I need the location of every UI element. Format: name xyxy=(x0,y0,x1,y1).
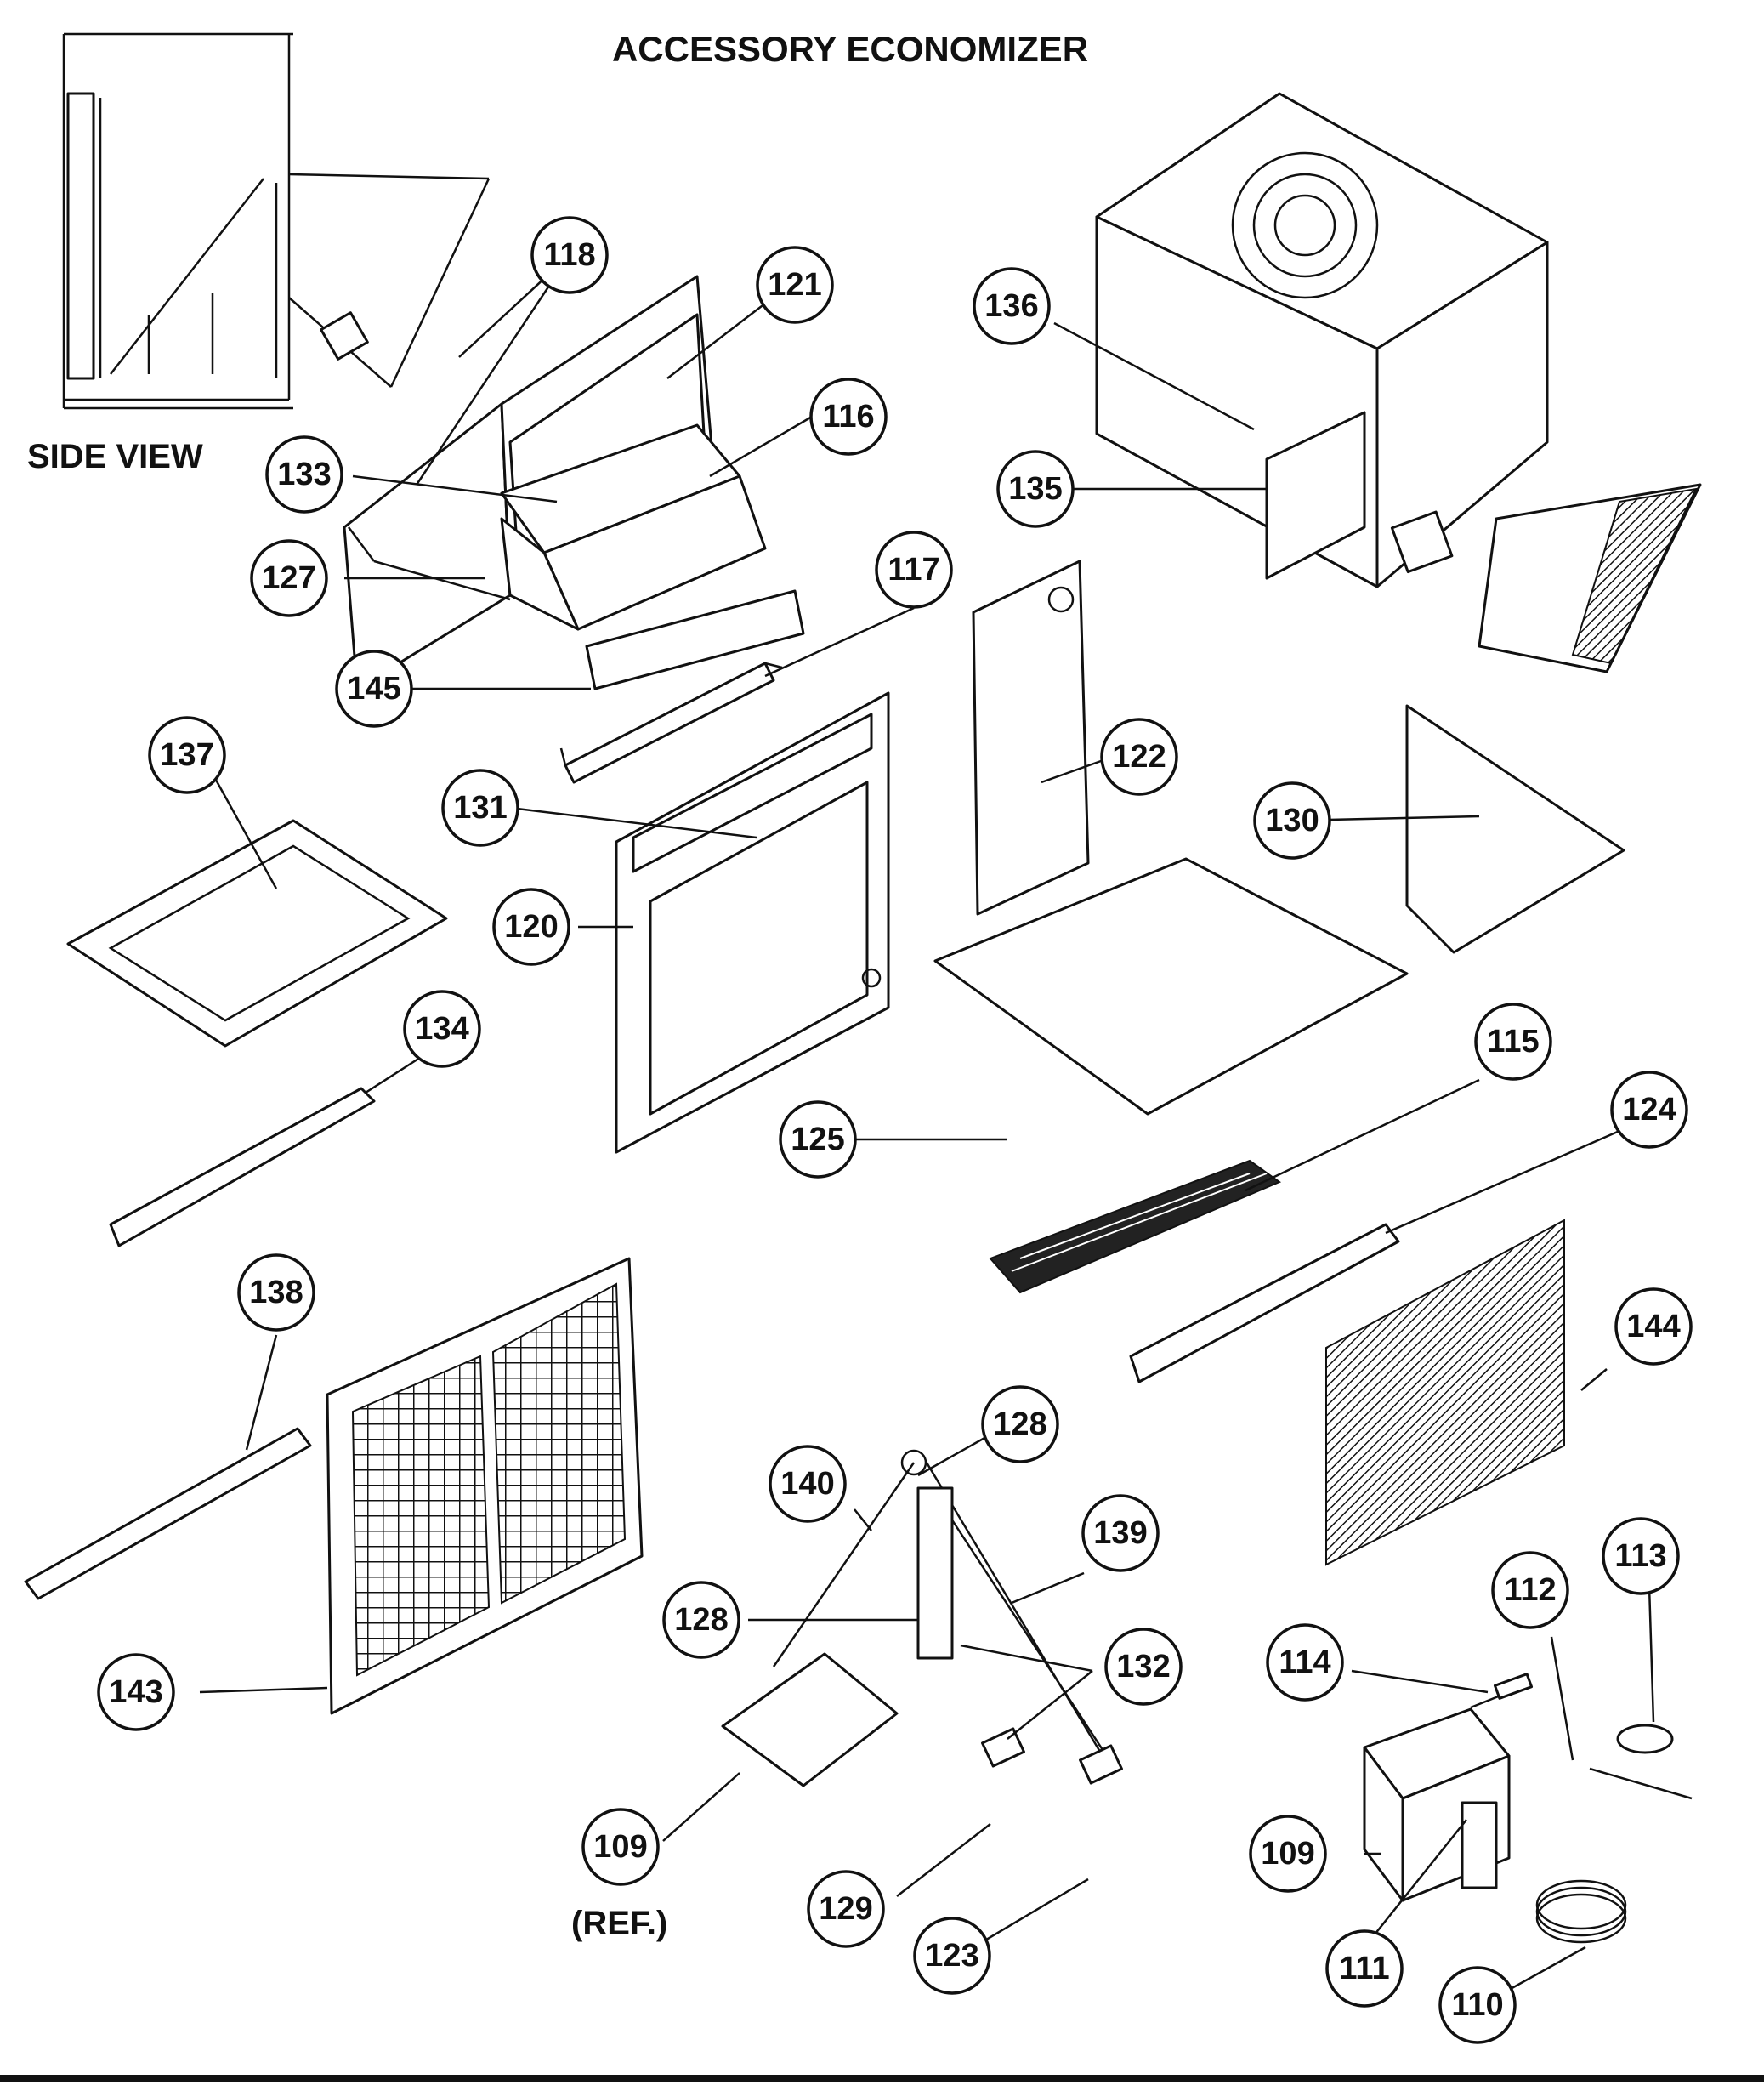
callout-140: 140 xyxy=(769,1445,847,1523)
part-145-seal xyxy=(585,589,805,690)
callout-129: 129 xyxy=(807,1870,885,1948)
svg-text:138: 138 xyxy=(249,1275,303,1310)
part-134-rail xyxy=(109,1087,376,1247)
svg-text:139: 139 xyxy=(1093,1515,1147,1551)
svg-text:117: 117 xyxy=(888,552,939,588)
part-130-triangle-panel xyxy=(1405,704,1625,954)
callout-134: 134 xyxy=(403,990,481,1068)
svg-text:113: 113 xyxy=(1614,1538,1666,1574)
callout-131: 131 xyxy=(441,769,519,847)
diagram-title: ACCESSORY ECONOMIZER xyxy=(612,29,1088,69)
svg-text:145: 145 xyxy=(347,671,400,707)
svg-text:129: 129 xyxy=(819,1891,872,1927)
svg-text:127: 127 xyxy=(262,560,315,596)
svg-text:136: 136 xyxy=(984,288,1038,324)
linkage-assembly xyxy=(772,1449,1123,1785)
callout-135: 135 xyxy=(996,450,1075,528)
part-124-rail xyxy=(1129,1223,1400,1383)
svg-text:120: 120 xyxy=(504,909,558,945)
callout-122: 122 xyxy=(1100,718,1178,796)
part-138-rail xyxy=(24,1427,312,1600)
svg-text:111: 111 xyxy=(1339,1951,1389,1986)
callout-118: 118 xyxy=(530,216,609,294)
svg-text:131: 131 xyxy=(453,790,507,826)
callout-125: 125 xyxy=(779,1100,857,1179)
svg-text:123: 123 xyxy=(925,1938,978,1974)
callout-112: 112 xyxy=(1491,1551,1569,1629)
leader-lines xyxy=(199,254,1655,1991)
side-view-label: SIDE VIEW xyxy=(27,438,203,475)
callout-132: 132 xyxy=(1104,1628,1183,1706)
damper-assembly xyxy=(343,275,767,690)
callouts: 118 121 133 116 127 145 117 136 135 122 … xyxy=(97,216,1693,2044)
callout-130: 130 xyxy=(1253,781,1331,860)
part-122-side-panel xyxy=(972,560,1090,916)
callout-143: 143 xyxy=(97,1653,175,1731)
callout-139: 139 xyxy=(1081,1494,1160,1572)
bottom-rule xyxy=(0,2075,1764,2082)
callout-117: 117 xyxy=(875,531,953,609)
callout-133: 133 xyxy=(265,435,343,514)
actuator-assembly xyxy=(1363,1673,1693,1944)
svg-text:135: 135 xyxy=(1008,471,1062,507)
part-137-base-plate xyxy=(66,819,448,1048)
callout-109-ref: 109 xyxy=(581,1808,660,1886)
svg-text:110: 110 xyxy=(1451,1987,1503,2023)
callout-144: 144 xyxy=(1614,1287,1693,1366)
svg-text:143: 143 xyxy=(109,1674,162,1710)
part-117-bracket xyxy=(559,662,783,784)
callout-145: 145 xyxy=(335,650,413,728)
callout-137: 137 xyxy=(148,716,226,794)
callout-115: 115 xyxy=(1474,1003,1552,1081)
svg-text:130: 130 xyxy=(1265,803,1319,838)
part-144-filter-mesh xyxy=(1325,1219,1565,1566)
svg-text:115: 115 xyxy=(1487,1024,1539,1060)
part-115-grille xyxy=(989,1159,1282,1294)
callout-111: 111 xyxy=(1325,1929,1404,2008)
svg-text:134: 134 xyxy=(415,1011,468,1047)
callout-120: 120 xyxy=(492,888,570,966)
part-143-filter-frame xyxy=(326,1257,644,1715)
svg-text:132: 132 xyxy=(1116,1649,1170,1684)
callout-124: 124 xyxy=(1610,1071,1688,1149)
svg-text:128: 128 xyxy=(674,1602,728,1638)
callout-121: 121 xyxy=(756,246,834,324)
svg-text:128: 128 xyxy=(993,1406,1046,1442)
svg-text:118: 118 xyxy=(543,237,595,273)
callout-127: 127 xyxy=(250,539,328,617)
svg-text:122: 122 xyxy=(1112,739,1166,775)
svg-text:114: 114 xyxy=(1279,1645,1330,1680)
part-125-sheet xyxy=(933,857,1409,1116)
svg-text:133: 133 xyxy=(277,457,331,492)
part-120-front-panel xyxy=(615,691,890,1154)
callout-110: 110 xyxy=(1438,1966,1517,2044)
svg-text:124: 124 xyxy=(1622,1092,1676,1128)
rooftop-unit xyxy=(1095,92,1702,673)
ref-label: (REF.) xyxy=(571,1905,667,1942)
callout-123: 123 xyxy=(913,1917,991,1995)
callout-109: 109 xyxy=(1249,1815,1327,1893)
svg-text:121: 121 xyxy=(768,267,821,303)
callout-136: 136 xyxy=(973,267,1051,345)
part-109-ref-plate xyxy=(721,1652,899,1787)
callout-128-top: 128 xyxy=(981,1385,1059,1463)
svg-text:112: 112 xyxy=(1504,1572,1556,1608)
callout-138: 138 xyxy=(237,1253,315,1332)
svg-text:144: 144 xyxy=(1626,1309,1680,1344)
svg-text:109: 109 xyxy=(1261,1836,1314,1872)
callout-128-bottom: 128 xyxy=(662,1581,740,1659)
svg-text:125: 125 xyxy=(791,1122,844,1157)
side-view-illustration xyxy=(62,32,491,410)
svg-text:140: 140 xyxy=(780,1466,834,1502)
callout-113: 113 xyxy=(1602,1517,1680,1595)
callout-116: 116 xyxy=(809,378,888,456)
svg-text:109: 109 xyxy=(593,1829,647,1865)
svg-text:137: 137 xyxy=(160,737,213,773)
svg-text:116: 116 xyxy=(822,399,874,435)
callout-114: 114 xyxy=(1266,1623,1344,1702)
